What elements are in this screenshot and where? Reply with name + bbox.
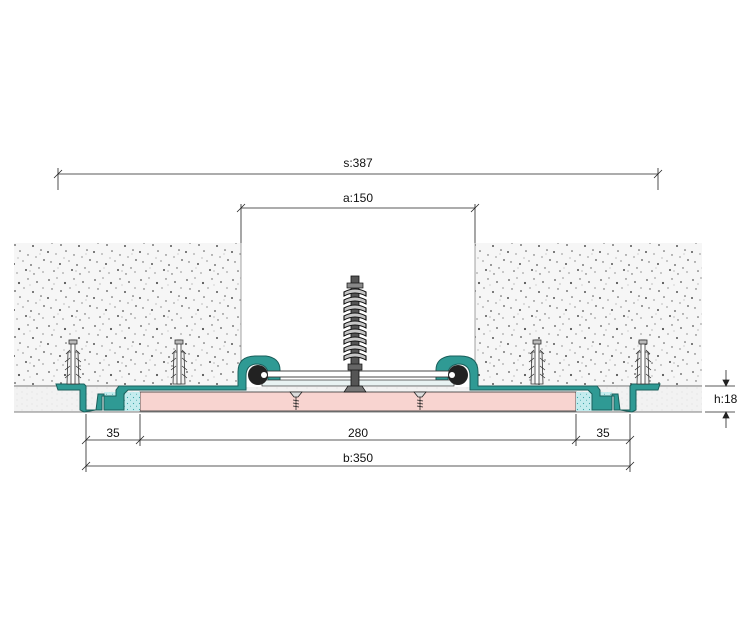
center-insert <box>139 391 577 412</box>
anchor-4 <box>634 339 652 385</box>
dimension-h <box>705 370 735 428</box>
dimension-a-label: a:150 <box>343 191 373 205</box>
right-concrete-slab <box>475 243 702 386</box>
dimension-s-label: s:387 <box>343 156 373 170</box>
anchor-2 <box>170 339 188 385</box>
left-concrete-slab <box>14 243 241 386</box>
dimension-center-label: 280 <box>348 426 368 440</box>
dimension-b <box>81 446 635 472</box>
left-screw <box>289 391 303 410</box>
dimension-right-flange-label: 35 <box>596 426 610 440</box>
dimension-b-label: b:350 <box>343 451 373 465</box>
spring-bolt <box>343 275 367 393</box>
dimension-s <box>53 168 663 190</box>
right-screw <box>413 391 427 410</box>
dimension-h-label: h:18 <box>714 392 738 406</box>
dimension-segments <box>81 414 635 446</box>
anchor-3 <box>528 339 546 385</box>
left-gasket <box>248 365 268 385</box>
dimension-left-flange-label: 35 <box>106 426 120 440</box>
dimension-a <box>236 203 480 243</box>
right-gasket <box>448 365 468 385</box>
anchor-1 <box>64 339 82 385</box>
